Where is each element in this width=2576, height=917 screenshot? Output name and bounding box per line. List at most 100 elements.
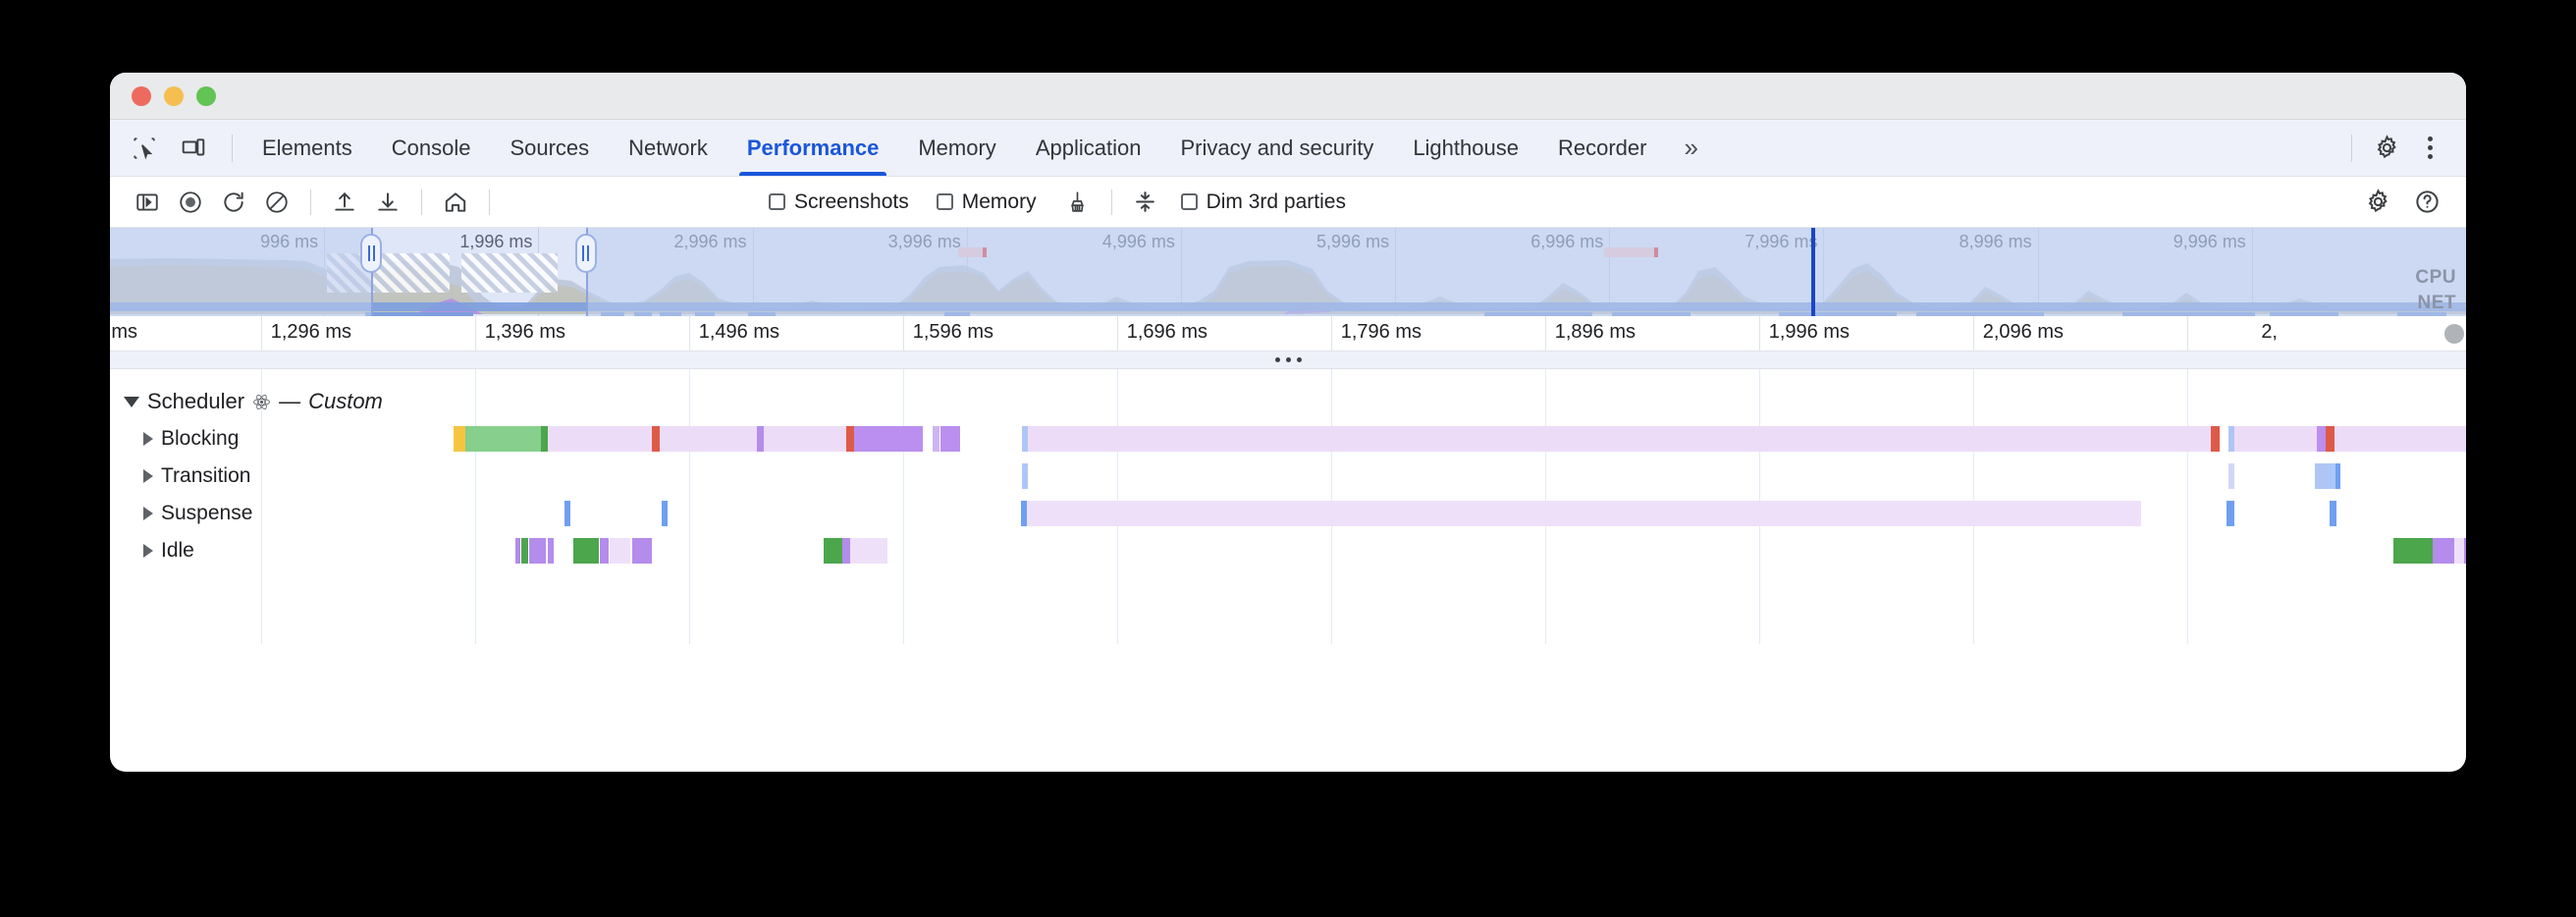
flame-bar[interactable] — [514, 538, 520, 564]
screenshots-checkbox[interactable]: Screenshots — [755, 190, 923, 214]
flame-bar[interactable] — [2463, 538, 2466, 564]
flame-bar[interactable] — [824, 538, 843, 564]
track-idle-label[interactable]: Idle — [110, 532, 194, 569]
flame-bar[interactable] — [548, 426, 652, 452]
more-tabs-icon[interactable]: » — [1684, 133, 1698, 162]
flame-bar[interactable] — [2315, 463, 2335, 489]
inspect-element-icon[interactable] — [124, 128, 165, 169]
flame-bar[interactable] — [2329, 501, 2336, 526]
flame-bar[interactable] — [660, 426, 757, 452]
flame-bar[interactable] — [2227, 463, 2234, 489]
zoom-window-button[interactable] — [196, 85, 216, 106]
flame-bar[interactable] — [2454, 538, 2464, 564]
download-profile-icon[interactable] — [366, 183, 409, 222]
pane-resize-handle[interactable] — [110, 351, 2466, 369]
clear-icon[interactable] — [255, 183, 298, 222]
flame-bar[interactable] — [842, 538, 850, 564]
timeline-overview[interactable]: 996 ms1,996 ms2,996 ms3,996 ms4,996 ms5,… — [110, 228, 2466, 316]
track-group-scheduler[interactable]: Scheduler — Custom — [110, 383, 2466, 420]
tab-network[interactable]: Network — [628, 135, 708, 160]
flame-bar[interactable] — [541, 426, 549, 452]
broom-icon[interactable] — [1056, 183, 1100, 222]
flame-bar[interactable] — [2210, 426, 2221, 452]
chevron-down-icon[interactable] — [124, 396, 139, 407]
ruler-resize-grip[interactable] — [2444, 323, 2464, 344]
flame-bar[interactable] — [866, 426, 923, 452]
track-transition[interactable]: Transition — [110, 458, 2466, 495]
flame-bar[interactable] — [1020, 501, 1027, 526]
flame-bar[interactable] — [1026, 501, 2141, 526]
tab-performance[interactable]: Performance — [727, 120, 899, 176]
track-suspense-label[interactable]: Suspense — [110, 495, 252, 532]
collapse-vertical-icon[interactable] — [1124, 183, 1167, 222]
flame-bar[interactable] — [2233, 426, 2317, 452]
chevron-right-icon[interactable] — [143, 507, 153, 520]
kebab-menu-icon[interactable] — [2411, 128, 2448, 169]
chevron-right-icon[interactable] — [143, 432, 153, 446]
flame-bar[interactable] — [940, 426, 961, 452]
flame-bar[interactable] — [661, 501, 668, 526]
chevron-right-icon[interactable] — [143, 544, 153, 558]
flame-bar[interactable] — [2227, 426, 2234, 452]
chevron-right-icon[interactable] — [143, 469, 153, 483]
flame-bar[interactable] — [572, 538, 599, 564]
tab-elements[interactable]: Elements — [262, 135, 352, 160]
flame-bar[interactable] — [631, 538, 652, 564]
toggle-sidebar-icon[interactable] — [126, 183, 169, 222]
flame-bar[interactable] — [1027, 426, 2211, 452]
detail-timeline-ruler[interactable]: 1,196 ms1,296 ms1,396 ms1,496 ms1,596 ms… — [110, 316, 2466, 351]
flame-bar[interactable] — [548, 538, 555, 564]
screenshots-checkbox-box[interactable] — [769, 193, 785, 210]
flame-bar[interactable] — [2326, 426, 2334, 452]
tab-recorder[interactable]: Recorder — [1557, 135, 1647, 160]
flame-bar[interactable] — [2433, 538, 2454, 564]
flame-bar[interactable] — [854, 426, 867, 452]
flame-bar[interactable] — [2392, 538, 2434, 564]
flame-bar[interactable] — [465, 426, 542, 452]
flame-bar[interactable] — [846, 426, 855, 452]
flame-bar[interactable] — [756, 426, 764, 452]
flame-bar[interactable] — [1021, 426, 1028, 452]
flame-bar[interactable] — [454, 426, 466, 452]
flame-bar[interactable] — [609, 538, 631, 564]
memory-checkbox[interactable]: Memory — [923, 190, 1050, 214]
tab-application[interactable]: Application — [1035, 135, 1142, 160]
flame-bar[interactable] — [2316, 426, 2327, 452]
tab-lighthouse[interactable]: Lighthouse — [1413, 135, 1519, 160]
minimize-window-button[interactable] — [164, 85, 184, 106]
flame-bar[interactable] — [2227, 501, 2234, 526]
device-toolbar-icon[interactable] — [173, 128, 214, 169]
help-icon[interactable] — [2405, 183, 2448, 222]
close-window-button[interactable] — [132, 85, 151, 106]
track-suspense[interactable]: Suspense — [110, 495, 2466, 532]
reload-and-record-icon[interactable] — [212, 183, 255, 222]
overview-right-resize-handle[interactable] — [574, 234, 597, 273]
flame-bar[interactable] — [520, 538, 528, 564]
home-icon[interactable] — [434, 183, 477, 222]
flame-bar[interactable] — [932, 426, 939, 452]
flame-bar[interactable] — [1021, 463, 1028, 489]
upload-profile-icon[interactable] — [323, 183, 366, 222]
overview-left-resize-handle[interactable] — [360, 234, 383, 273]
flame-bar[interactable] — [2334, 463, 2340, 489]
track-blocking[interactable]: Blocking — [110, 420, 2466, 458]
record-icon[interactable] — [169, 183, 212, 222]
memory-checkbox-box[interactable] — [936, 193, 953, 210]
tab-memory[interactable]: Memory — [918, 135, 996, 160]
gear-icon[interactable] — [2356, 183, 2399, 222]
overview-playhead[interactable] — [1810, 228, 1815, 316]
tab-sources[interactable]: Sources — [510, 135, 590, 160]
flame-bar[interactable] — [600, 538, 609, 564]
tab-privacy-and-security[interactable]: Privacy and security — [1180, 135, 1374, 160]
flame-bar[interactable] — [2334, 426, 2466, 452]
flame-bar[interactable] — [849, 538, 887, 564]
track-idle[interactable]: Idle — [110, 532, 2466, 569]
dim-3rd-parties-checkbox-box[interactable] — [1180, 193, 1198, 210]
dim-3rd-parties-checkbox[interactable]: Dim 3rd parties — [1167, 190, 1360, 214]
flame-bar[interactable] — [529, 538, 546, 564]
tab-console[interactable]: Console — [391, 135, 471, 160]
flame-chart[interactable]: Scheduler — Custom Blocking — [110, 369, 2466, 644]
flame-bar[interactable] — [564, 501, 571, 526]
flame-bar[interactable] — [652, 426, 661, 452]
gear-icon[interactable] — [2366, 128, 2407, 169]
